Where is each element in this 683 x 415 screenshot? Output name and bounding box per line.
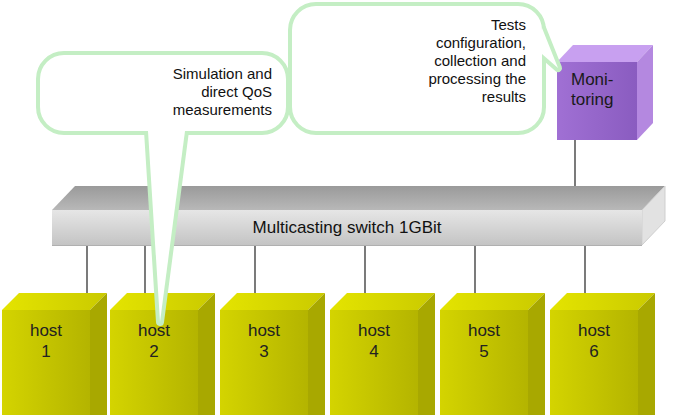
node-label: host 6	[571, 310, 617, 362]
host-box: host 3	[220, 310, 308, 415]
host-top	[2, 293, 107, 310]
switch-side	[642, 186, 665, 245]
host-side	[528, 293, 545, 415]
node-label: host 4	[351, 310, 397, 362]
node-label: host 5	[461, 310, 507, 362]
switch-band: Multicasting switch 1GBit	[52, 210, 642, 246]
host-side	[418, 293, 435, 415]
host-box: host 5	[440, 310, 528, 415]
callout-text: Simulation and direct QoS measurements	[160, 65, 272, 119]
callout-tail-fill	[542, 28, 558, 68]
node-label: Moni- toring	[557, 62, 633, 110]
host-side	[308, 293, 325, 415]
host-faces	[2, 293, 655, 415]
callout-tail	[542, 28, 558, 68]
host-top	[440, 293, 545, 310]
host-box: host 6	[550, 310, 638, 415]
callout-bubble: Tests configuration, collection and proc…	[292, 6, 542, 131]
host-side	[638, 293, 655, 415]
callout-border	[292, 6, 542, 131]
callout-fill	[40, 55, 286, 131]
node-label: host 2	[131, 310, 177, 362]
host-top	[330, 293, 435, 310]
monitoring-cube: Moni- toring	[557, 62, 637, 140]
host-top	[220, 293, 325, 310]
callout-border	[40, 55, 286, 131]
switch-top	[52, 186, 665, 210]
monitor-faces	[557, 45, 653, 140]
node-label: host 1	[23, 310, 69, 362]
callout-text: Tests configuration, collection and proc…	[410, 16, 526, 106]
host-box: host 2	[110, 310, 198, 415]
node-label: Multicasting switch 1GBit	[52, 210, 642, 245]
callout-fill	[292, 6, 542, 131]
host-box: host 4	[330, 310, 418, 415]
node-label: host 3	[241, 310, 287, 362]
host-top	[550, 293, 655, 310]
monitor-side	[637, 45, 653, 140]
switch-faces	[52, 186, 665, 245]
host-side	[198, 293, 215, 415]
callout-bubble: Simulation and direct QoS measurements	[40, 55, 286, 131]
host-box: host 1	[2, 310, 90, 415]
monitor-top	[557, 45, 653, 62]
host-side	[90, 293, 107, 415]
